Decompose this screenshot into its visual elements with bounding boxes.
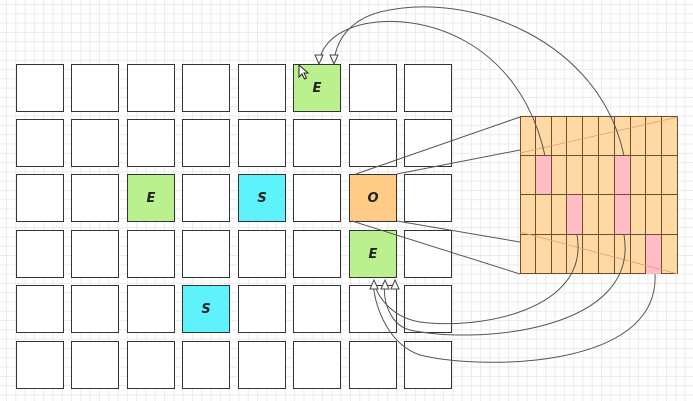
panel-cell <box>662 235 678 275</box>
cell-empty[interactable] <box>349 285 397 333</box>
panel-cell <box>520 116 536 156</box>
panel-cell <box>662 116 678 156</box>
panel-cell <box>551 155 568 195</box>
panel-cell <box>646 195 663 235</box>
panel-cell <box>583 195 599 235</box>
cell-empty[interactable] <box>293 230 341 278</box>
cell-start[interactable]: S <box>238 174 286 222</box>
cell-empty[interactable] <box>238 119 286 167</box>
panel-cell <box>599 195 615 235</box>
panel-cell <box>614 116 631 156</box>
cell-empty[interactable] <box>182 174 230 222</box>
cell-label: O <box>367 190 379 206</box>
panel-cell <box>662 156 678 195</box>
cell-origin[interactable]: O <box>349 174 397 222</box>
panel-cell <box>583 234 599 274</box>
cell-empty[interactable] <box>349 119 397 167</box>
cell-empty[interactable] <box>71 64 119 112</box>
cell-empty[interactable] <box>71 285 119 333</box>
cell-empty[interactable] <box>127 341 175 389</box>
panel-cell <box>599 116 615 156</box>
cell-empty[interactable] <box>238 341 286 389</box>
cell-empty[interactable] <box>16 285 64 333</box>
panel-cell <box>567 155 584 195</box>
cell-label: E <box>146 190 156 206</box>
cell-empty[interactable] <box>404 64 452 112</box>
panel-cell <box>630 155 647 195</box>
cell-empty[interactable] <box>404 285 452 333</box>
panel-cell-highlighted <box>614 155 631 195</box>
cell-empty[interactable] <box>238 285 286 333</box>
panel-cell <box>662 195 678 235</box>
panel-cell <box>520 195 536 235</box>
expansion-panel <box>520 116 678 274</box>
cell-empty[interactable] <box>293 341 341 389</box>
cell-empty[interactable] <box>182 230 230 278</box>
panel-cell <box>567 116 584 156</box>
panel-cell <box>615 234 631 274</box>
panel-cell <box>551 195 568 235</box>
cell-label: S <box>257 190 267 206</box>
cell-empty[interactable] <box>182 119 230 167</box>
panel-cell <box>599 155 615 195</box>
panel-cell <box>631 234 647 274</box>
cell-end[interactable]: E <box>127 174 175 222</box>
panel-cell-highlighted <box>646 234 663 274</box>
cell-empty[interactable] <box>16 119 64 167</box>
panel-cell-highlighted <box>535 155 552 195</box>
cell-label: S <box>201 301 211 317</box>
cell-empty[interactable] <box>293 174 341 222</box>
cell-end[interactable]: E <box>349 230 397 278</box>
cell-empty[interactable] <box>238 64 286 112</box>
cell-empty[interactable] <box>16 230 64 278</box>
panel-cell-highlighted <box>567 195 584 235</box>
cell-empty[interactable] <box>127 119 175 167</box>
panel-cell <box>551 116 568 156</box>
panel-cell <box>583 116 599 156</box>
cell-empty[interactable] <box>16 64 64 112</box>
cell-empty[interactable] <box>127 285 175 333</box>
panel-cell <box>536 234 552 274</box>
panel-cell <box>552 234 568 274</box>
arrowhead-down-1 <box>314 54 324 66</box>
cell-empty[interactable] <box>293 119 341 167</box>
panel-cell <box>646 116 663 156</box>
cell-empty[interactable] <box>349 341 397 389</box>
cell-empty[interactable] <box>238 230 286 278</box>
cell-empty[interactable] <box>71 230 119 278</box>
panel-cell <box>646 155 663 195</box>
cell-empty[interactable] <box>71 341 119 389</box>
cell-empty[interactable] <box>127 230 175 278</box>
arrowhead-down-2 <box>329 54 339 66</box>
panel-cell <box>630 116 647 156</box>
cell-empty[interactable] <box>16 341 64 389</box>
cell-empty[interactable] <box>404 230 452 278</box>
cell-empty[interactable] <box>71 174 119 222</box>
panel-cell <box>583 155 599 195</box>
cell-label: E <box>368 246 378 262</box>
cell-empty[interactable] <box>404 174 452 222</box>
panel-cell <box>567 234 584 274</box>
cell-empty[interactable] <box>16 174 64 222</box>
panel-cell <box>520 234 536 274</box>
panel-cell <box>520 155 536 195</box>
cell-empty[interactable] <box>127 64 175 112</box>
cell-empty[interactable] <box>71 119 119 167</box>
cell-empty[interactable] <box>182 341 230 389</box>
panel-cell <box>630 195 647 235</box>
panel-cell <box>535 195 552 235</box>
panel-cell <box>599 234 615 274</box>
cell-empty[interactable] <box>182 64 230 112</box>
cell-empty[interactable] <box>349 64 397 112</box>
cell-empty[interactable] <box>293 285 341 333</box>
cell-empty[interactable] <box>404 119 452 167</box>
panel-cell <box>535 116 552 156</box>
cell-empty[interactable] <box>404 341 452 389</box>
panel-cell-highlighted <box>614 195 631 235</box>
cell-label: E <box>312 80 322 96</box>
mouse-cursor-icon <box>298 63 310 84</box>
cell-start[interactable]: S <box>182 285 230 333</box>
